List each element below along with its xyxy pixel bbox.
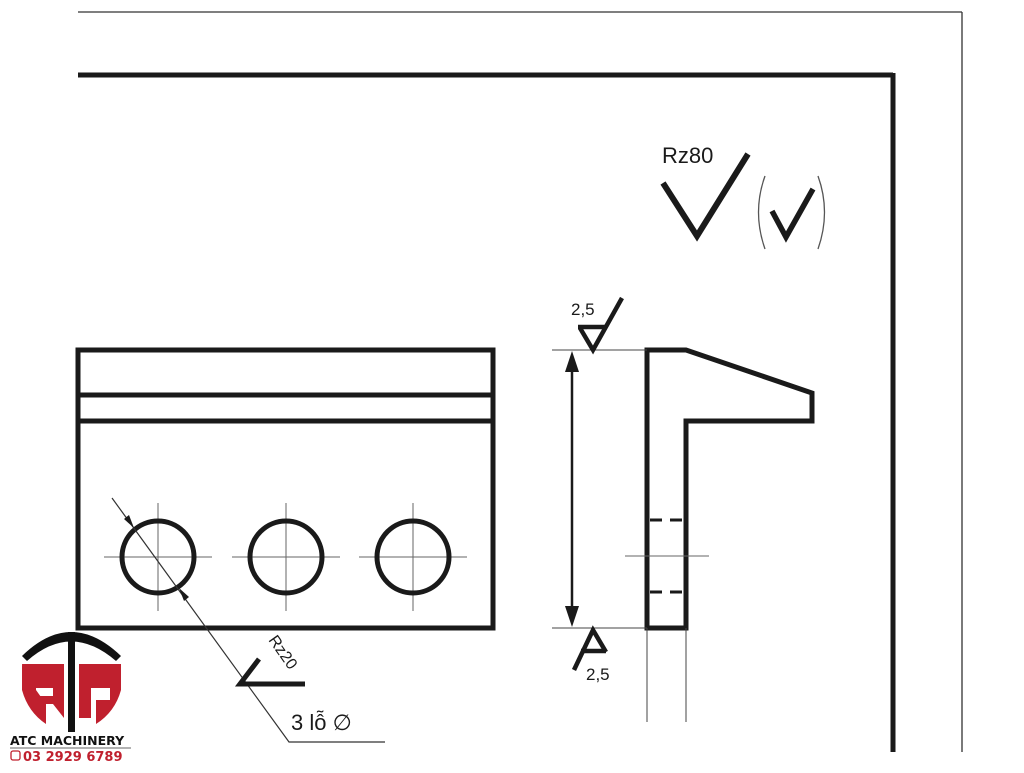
company-phone: 03 2929 6789 — [23, 750, 123, 765]
front-view: Rz20 3 lỗ ∅ — [75, 347, 496, 743]
hole-3 — [374, 518, 452, 596]
top-roughness-label: 2,5 — [571, 300, 595, 319]
dimension-arrow-top — [565, 351, 579, 372]
atc-logo: ATC MACHINERY 03 2929 6789 — [10, 632, 131, 765]
parenthesis-left — [757, 175, 766, 250]
drawing-border — [78, 72, 896, 752]
outer-frame — [78, 11, 963, 752]
holes-label: 3 lỗ ∅ — [291, 710, 352, 735]
rz20-label: Rz20 — [265, 633, 300, 673]
top-roughness-symbol — [578, 296, 624, 355]
side-view: 2,5 2,5 — [552, 296, 815, 722]
arrow-head — [179, 588, 189, 601]
bottom-roughness-label: 2,5 — [586, 665, 610, 684]
parenthesis-right — [817, 175, 826, 250]
bottom-roughness-symbol — [571, 625, 608, 671]
rz20-roughness-symbol — [234, 657, 305, 687]
dimension-arrow-bottom — [565, 606, 579, 627]
company-name: ATC MACHINERY — [10, 733, 125, 748]
phone-icon — [10, 750, 21, 761]
hole-1 — [119, 518, 197, 596]
arrow-head — [124, 515, 134, 528]
small-check-icon — [769, 187, 816, 243]
hole-leader-line — [111, 497, 385, 743]
rz80-label: Rz80 — [662, 143, 713, 168]
general-roughness-symbol: Rz80 — [660, 143, 826, 250]
hole-2 — [247, 518, 325, 596]
roughness-check-icon — [660, 152, 751, 242]
